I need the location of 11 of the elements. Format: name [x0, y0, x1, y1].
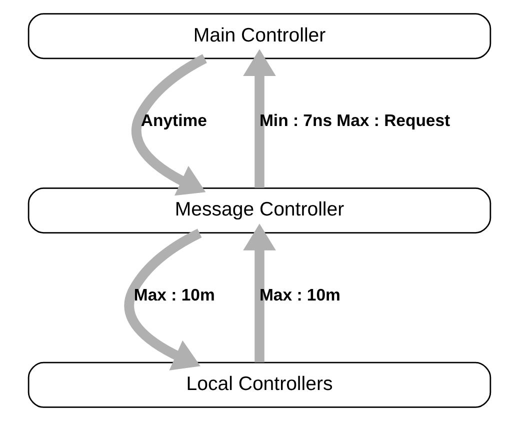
edge-label: Min : 7ns Max : Request — [260, 111, 450, 130]
arrow — [124, 228, 202, 370]
arrow — [243, 224, 276, 362]
edge-label: Max : 10m — [260, 286, 340, 305]
node-box: Message Controller — [28, 187, 492, 234]
node-box: Local Controllers — [28, 362, 492, 408]
node-box: Main Controller — [28, 13, 492, 60]
edge-label: Anytime — [140, 111, 207, 130]
arrow — [243, 49, 276, 188]
arrow — [132, 54, 207, 196]
edge-label: Max : 10m — [134, 286, 215, 305]
